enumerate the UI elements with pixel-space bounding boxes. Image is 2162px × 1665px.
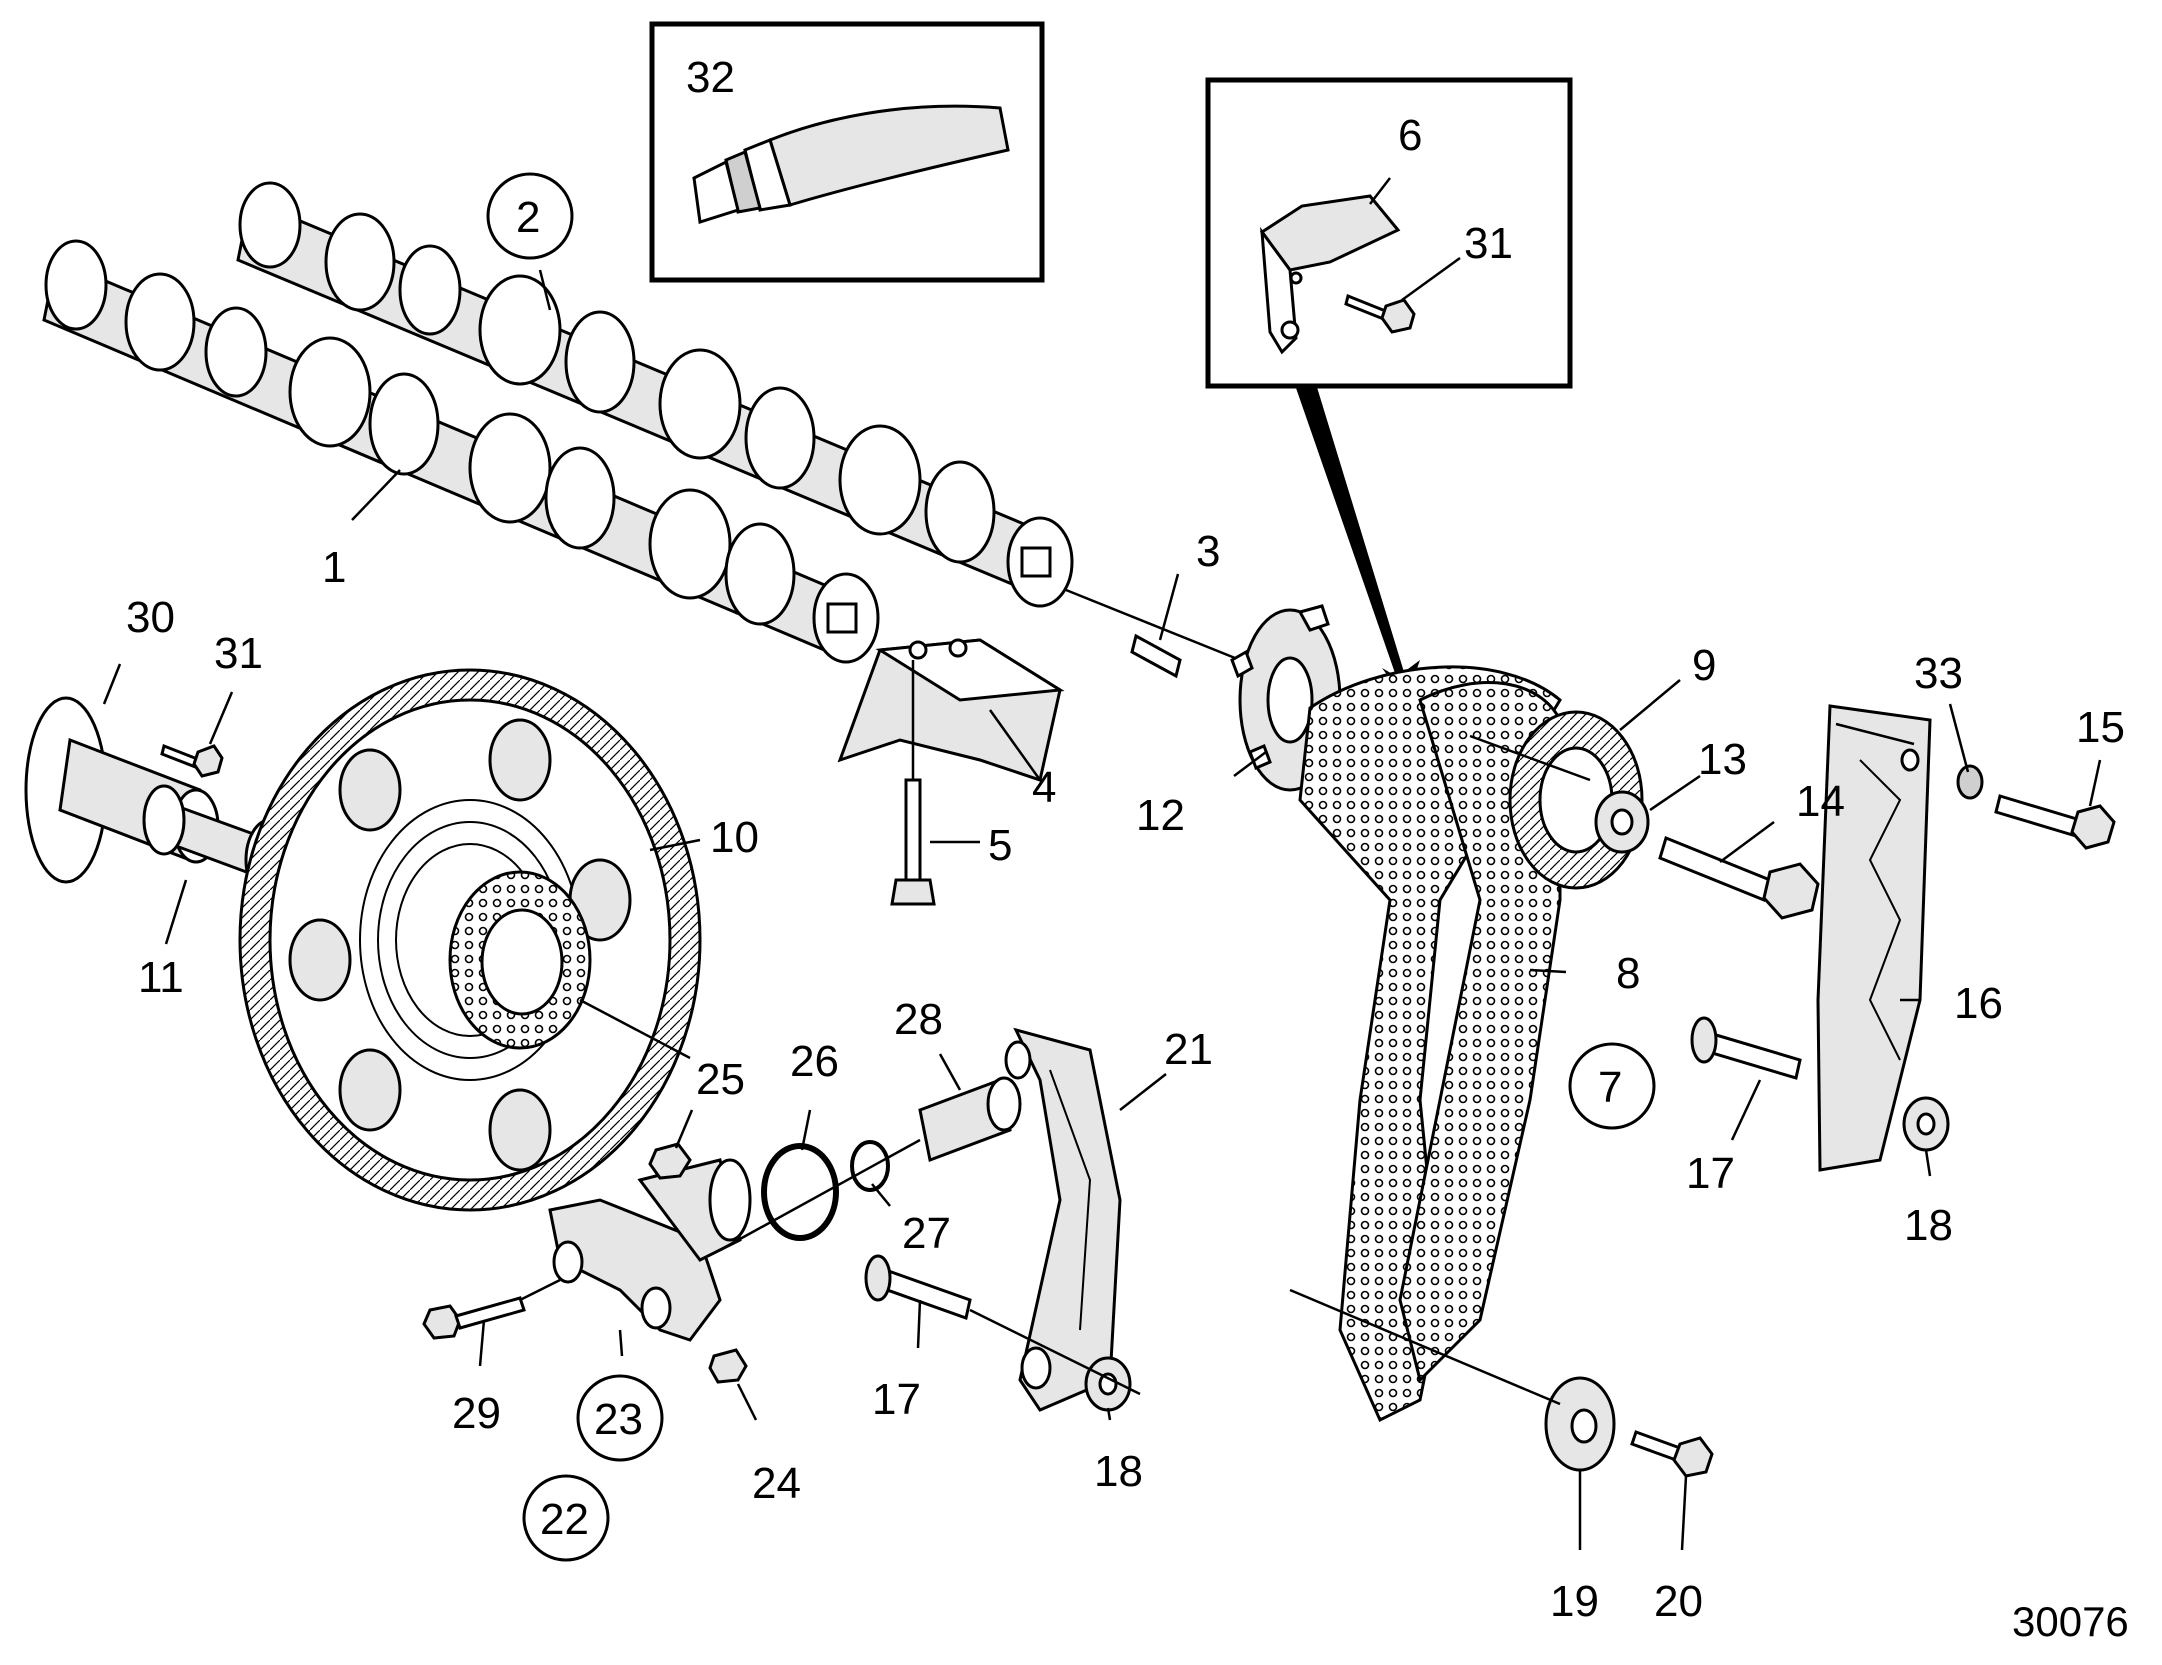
label-29: 29: [452, 1389, 501, 1438]
label-21: 21: [1164, 1025, 1213, 1074]
circled-callouts: [486, 172, 1656, 1562]
lower-washer: [1544, 1376, 1616, 1472]
label-10: 10: [710, 813, 759, 862]
label-19: 19: [1550, 1577, 1599, 1626]
sprocket-washer: [1594, 790, 1650, 854]
tensioner-bolt: [422, 1296, 526, 1340]
label-27: 27: [902, 1209, 951, 1258]
label-16: 16: [1954, 979, 2003, 1028]
timing-chain: [1298, 665, 1562, 1423]
chain-guide-rail: [1004, 1027, 1122, 1412]
label-26: 26: [790, 1037, 839, 1086]
rail-bolt: [1994, 794, 2116, 850]
sprocket-bolt: [1658, 835, 1820, 920]
label-18-right: 18: [1904, 1201, 1953, 1250]
tensioner-plug: [708, 1348, 748, 1384]
label-11: 11: [138, 953, 184, 1002]
label-15: 15: [2076, 703, 2125, 752]
label-2: 2: [516, 193, 540, 242]
label-17-right: 17: [1686, 1149, 1735, 1198]
label-22: 22: [540, 1495, 589, 1544]
tensioner-rail: [1816, 704, 1932, 1172]
label-9: 9: [1692, 641, 1716, 690]
label-7: 7: [1598, 1063, 1622, 1112]
bracket-icon: [1259, 194, 1401, 355]
inset-sealant-tube: [649, 21, 1045, 283]
label-31-left: 31: [214, 629, 263, 678]
lower-bolt: [1630, 1430, 1714, 1478]
label-8: 8: [1616, 949, 1640, 998]
label-12: 12: [1136, 791, 1185, 840]
bearing-cap: [837, 638, 1065, 782]
camshaft-rear: [236, 181, 1074, 608]
label-20: 20: [1654, 1577, 1703, 1626]
sealant-tube-icon: [692, 104, 1010, 224]
rail-pivot-bolt: [1690, 1016, 1802, 1080]
label-17-left: 17: [872, 1375, 921, 1424]
bearing-flange: [24, 696, 220, 884]
label-14: 14: [1796, 777, 1845, 826]
label-6: 6: [1398, 111, 1422, 160]
flange-bolt: [160, 743, 224, 778]
part-labels: 1 2 3 4 5 6 7 8 9 10 11 12 13 14 15 16 1…: [126, 53, 2129, 1645]
label-18-left: 18: [1094, 1447, 1143, 1496]
label-23: 23: [594, 1395, 643, 1444]
drive-sprocket: [448, 870, 592, 1050]
label-25: 25: [696, 1055, 745, 1104]
figure-code: 30076: [2012, 1598, 2129, 1645]
label-30: 30: [126, 593, 175, 642]
label-32: 32: [686, 53, 735, 102]
label-24: 24: [752, 1459, 801, 1508]
label-5: 5: [988, 821, 1012, 870]
label-28: 28: [894, 995, 943, 1044]
label-1: 1: [322, 543, 346, 592]
dowel-pin: [1130, 633, 1182, 679]
label-31-inset: 31: [1464, 219, 1513, 268]
bearing-cap-bolt: [890, 778, 936, 906]
camshaft-front: [42, 239, 880, 664]
label-13: 13: [1698, 735, 1747, 784]
label-4: 4: [1032, 763, 1056, 812]
label-3: 3: [1196, 527, 1220, 576]
o-ring-small: [850, 1140, 890, 1192]
label-33: 33: [1914, 649, 1963, 698]
pointer-arrow: [1296, 384, 1420, 700]
tensioner-body: [548, 1158, 752, 1342]
rail-washer-bottom: [1902, 1096, 1950, 1152]
leader-lines: [102, 269, 2102, 1551]
guide-washer: [1084, 1356, 1132, 1412]
guide-pivot-bolt: [864, 1254, 972, 1320]
o-ring-large: [761, 1143, 839, 1241]
inset-bracket: [1205, 77, 1573, 389]
tensioner-piston: [918, 1076, 1022, 1163]
rail-washer-top: [1956, 764, 1984, 800]
